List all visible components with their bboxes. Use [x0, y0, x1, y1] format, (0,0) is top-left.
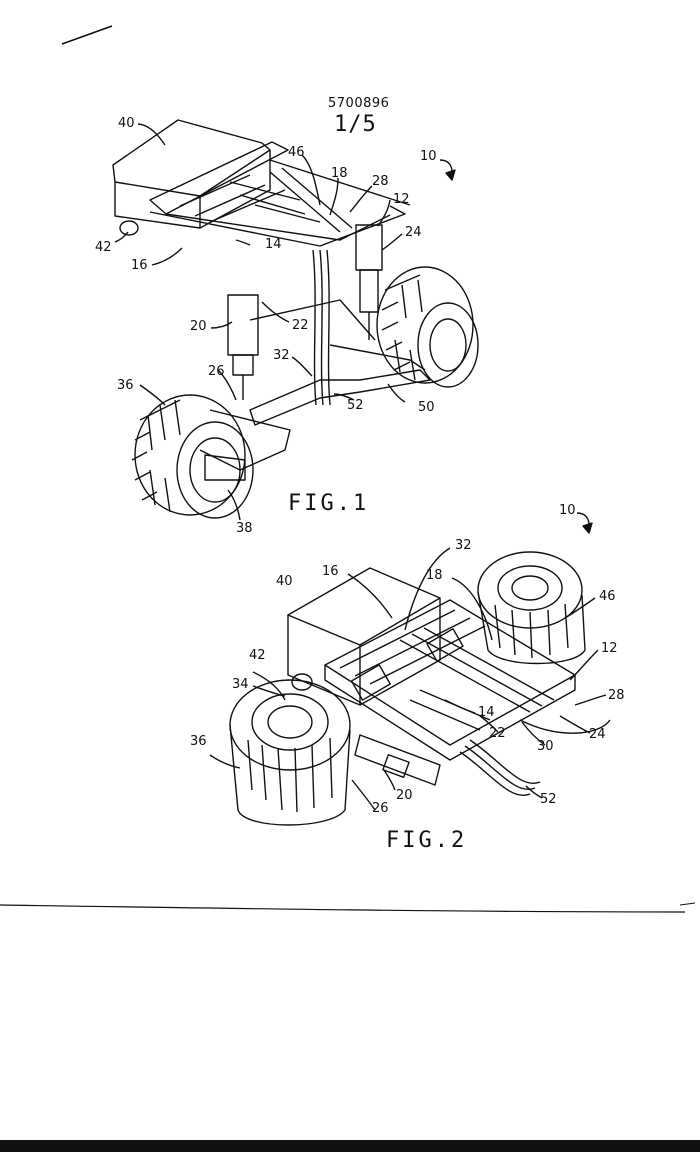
ref-numeral: 10	[559, 503, 576, 518]
ref-numeral: 26	[208, 364, 225, 379]
ref-numeral: 34	[232, 677, 249, 692]
ref-numeral: 32	[273, 348, 290, 363]
ref-numeral: 38	[236, 521, 253, 536]
ref-numeral: 14	[265, 237, 282, 252]
ref-numeral: 10	[420, 149, 437, 164]
ref-numeral: 50	[418, 400, 435, 415]
ref-numeral: 24	[589, 727, 606, 742]
ref-numeral: 22	[489, 726, 506, 741]
ref-numeral: 32	[455, 538, 472, 553]
ref-numeral: 24	[405, 225, 422, 240]
fig2-drawing	[210, 513, 610, 825]
ref-numeral: 30	[537, 739, 554, 754]
ref-numeral: 28	[372, 174, 389, 189]
ref-numeral: 36	[117, 378, 134, 393]
fig2-caption: FIG.2	[386, 828, 467, 853]
ref-numeral: 40	[118, 116, 135, 131]
ref-numeral: 12	[393, 192, 410, 207]
ref-numeral: 40	[276, 574, 293, 589]
ref-numeral: 12	[601, 641, 618, 656]
ref-numeral: 20	[396, 788, 413, 803]
scan-edge	[0, 1140, 700, 1152]
ref-numeral: 52	[347, 398, 364, 413]
ref-numeral: 42	[95, 240, 112, 255]
ref-numeral: 22	[292, 318, 309, 333]
ref-numeral: 18	[331, 166, 348, 181]
ref-numeral: 46	[288, 145, 305, 160]
ref-numeral: 26	[372, 801, 389, 816]
ref-numeral: 28	[608, 688, 625, 703]
ref-numeral: 18	[426, 568, 443, 583]
ref-numeral: 36	[190, 734, 207, 749]
ref-numeral: 16	[322, 564, 339, 579]
ref-numeral: 46	[599, 589, 616, 604]
ref-numeral: 20	[190, 319, 207, 334]
ref-numeral: 16	[131, 258, 148, 273]
ref-numeral: 14	[478, 705, 495, 720]
ref-numeral: 42	[249, 648, 266, 663]
fig1-caption: FIG.1	[288, 491, 369, 516]
ref-numeral: 52	[540, 792, 557, 807]
